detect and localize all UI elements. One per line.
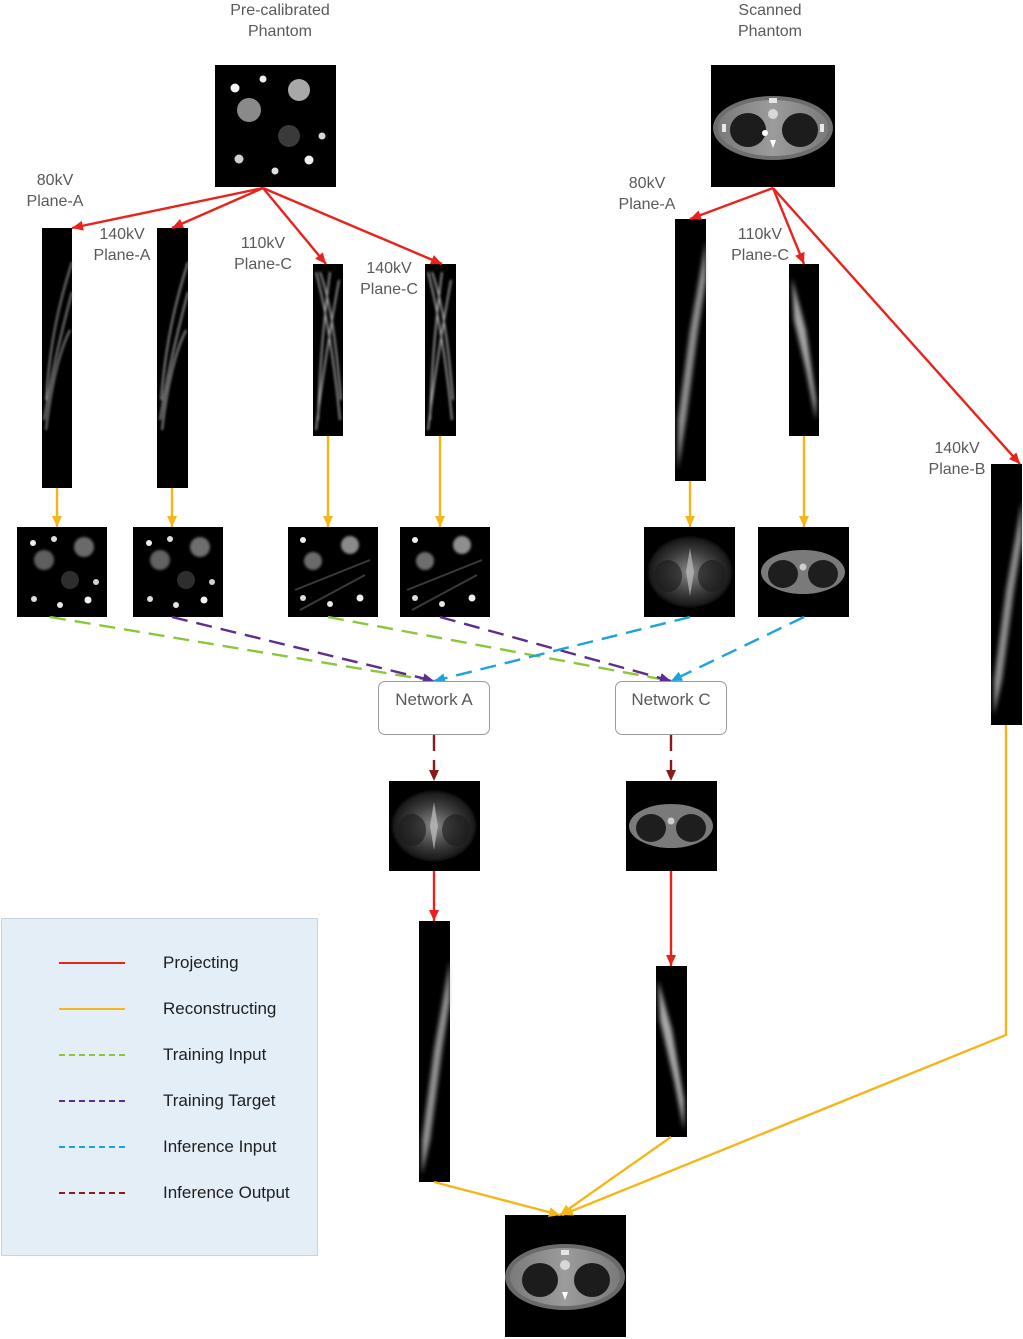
legend-swatch-training-target [59,1100,125,1102]
network-a-box: Network A [378,681,490,735]
arrow-project-pc-110 [262,187,327,265]
sino-sc-110 [789,264,819,436]
legend-label-training-target: Training Target [163,1091,276,1110]
arrow-project-net-c-out [666,871,676,966]
network-c-box: Network C [615,681,727,735]
arrow-recon-pa-140 [167,488,177,527]
arrow-project-sc-110 [771,187,806,265]
sino-pa-140 [157,228,189,488]
legend-label-inference-input: Inference Input [163,1137,277,1156]
legend-swatch-training-input [59,1054,125,1056]
label-pc-140: 140kV Plane-C [360,260,418,298]
legend-item-training-input: Training Input [2,1043,319,1067]
arrow-inference-output-c [666,735,676,781]
label-sb-140: 140kV Plane-B [928,440,986,478]
arrow-project-sa-80 [689,186,774,221]
scanned-phantom-label: Scanned Phantom [737,2,803,40]
legend-item-training-target: Training Target [2,1089,319,1113]
final-reconstruction-image [505,1215,626,1337]
arrow-train-input-c [327,615,672,684]
arrow-recon-pa-80 [52,488,62,527]
legend-label-training-input: Training Input [163,1045,267,1064]
legend-swatch-reconstructing [59,1008,125,1010]
recon-pc-140 [400,527,490,617]
arrow-project-pa-140 [171,186,264,230]
arrow-project-net-a-out [429,871,439,921]
recon-pc-110 [288,527,378,617]
net-a-output-image [389,781,480,871]
legend-swatch-inference-input [59,1146,125,1148]
arrow-recon-final-a [433,1180,561,1218]
legend-swatch-projecting [59,962,125,964]
sino-pc-110 [313,264,343,436]
recon-pa-140 [133,527,223,617]
arrow-train-input-a [49,615,435,685]
arrow-project-pa-80 [71,186,264,231]
legend-label-projecting: Projecting [163,953,239,972]
recon-pa-80 [17,527,107,617]
arrow-project-sb-140 [772,187,1021,465]
arrow-train-target-a [171,615,435,684]
arrow-inference-output-a [429,735,439,781]
scanned-phantom-image [711,65,835,187]
precalibrated-phantom-label: Pre-calibrated Phantom [230,2,330,40]
arrow-recon-pc-140 [435,436,445,527]
sino-pa-80 [42,228,73,488]
arrow-project-pc-140 [262,186,443,266]
legend-item-inference-input: Inference Input [2,1135,319,1159]
arrow-recon-final-c [559,1136,672,1216]
label-pa-140: 140kV Plane-A [93,226,151,264]
arrow-recon-sa-80 [685,481,695,527]
sino-pc-140 [425,264,456,436]
net-c-output-image [626,781,717,871]
label-pc-110: 110kV Plane-C [234,235,292,273]
label-sc-110: 110kV Plane-C [731,226,789,264]
legend-item-inference-output: Inference Output [2,1181,319,1205]
sino-sb-140 [991,464,1022,725]
sino-net-a-output [419,921,450,1182]
sino-net-c-output [656,966,687,1137]
legend-label-reconstructing: Reconstructing [163,999,277,1018]
arrow-train-target-c [439,615,672,683]
legend: Projecting Reconstructing Training Input… [1,918,318,1256]
arrow-inference-input-a [433,615,691,684]
network-a-label: Network A [395,690,473,709]
legend-item-projecting: Projecting [2,951,319,975]
recon-sa-80 [644,527,735,617]
label-pa-80: 80kV Plane-A [26,172,84,210]
precalibrated-phantom-image [215,65,336,187]
recon-sc-110 [758,527,849,617]
legend-item-reconstructing: Reconstructing [2,997,319,1021]
sino-sa-80 [675,219,706,481]
arrows-layer [49,186,1021,1218]
arrow-recon-sc-110 [799,436,809,527]
arrow-recon-final-b [561,725,1008,1217]
network-c-label: Network C [631,690,711,709]
legend-swatch-inference-output [59,1192,125,1194]
arrow-inference-input-c [670,615,805,683]
arrow-recon-pc-110 [323,436,333,527]
legend-label-inference-output: Inference Output [163,1183,290,1202]
label-sa-80: 80kV Plane-A [618,175,676,213]
